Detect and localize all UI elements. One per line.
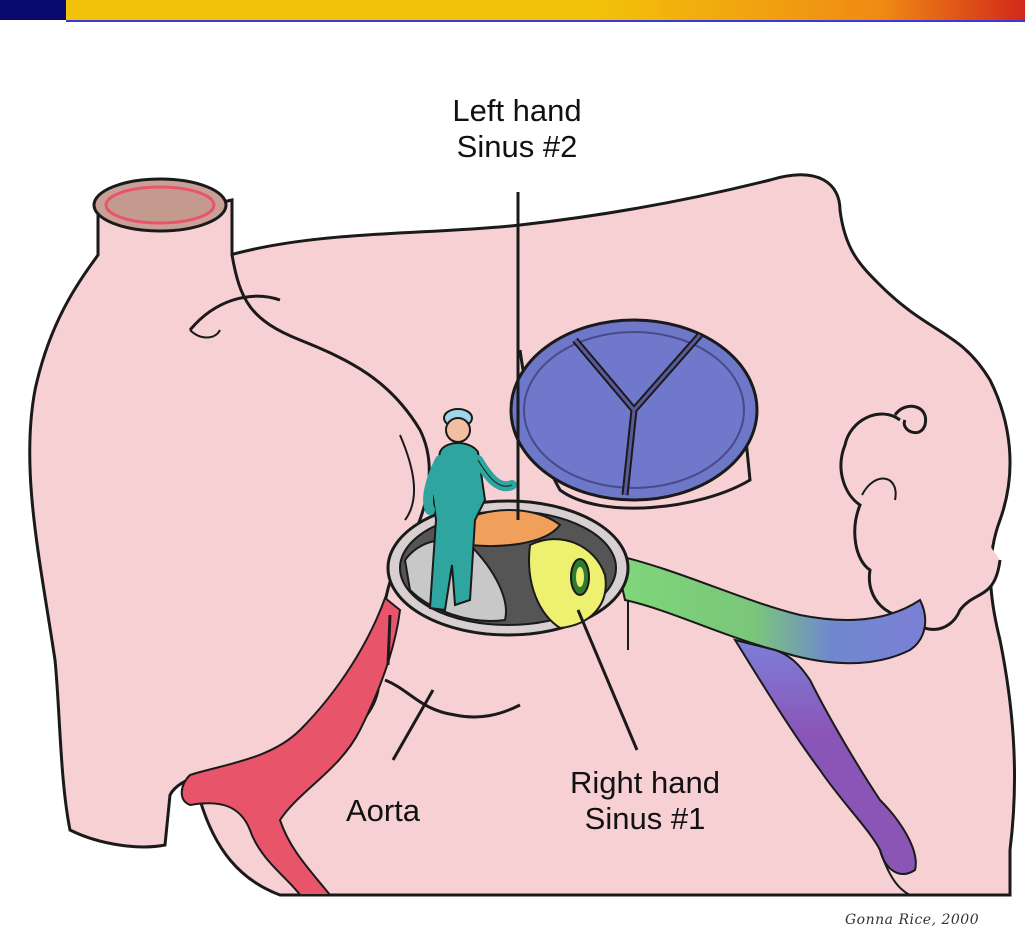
label-left-hand-line1: Left hand — [427, 93, 607, 129]
label-right-hand-line2: Sinus #1 — [540, 801, 750, 837]
label-left-hand: Left hand Sinus #2 — [427, 93, 607, 165]
label-right-hand-line1: Right hand — [540, 765, 750, 801]
artist-signature: Gonna Rice, 2000 — [845, 912, 979, 928]
label-aorta: Aorta — [328, 793, 438, 829]
label-left-hand-line2: Sinus #2 — [427, 129, 607, 165]
label-right-hand: Right hand Sinus #1 — [540, 765, 750, 837]
